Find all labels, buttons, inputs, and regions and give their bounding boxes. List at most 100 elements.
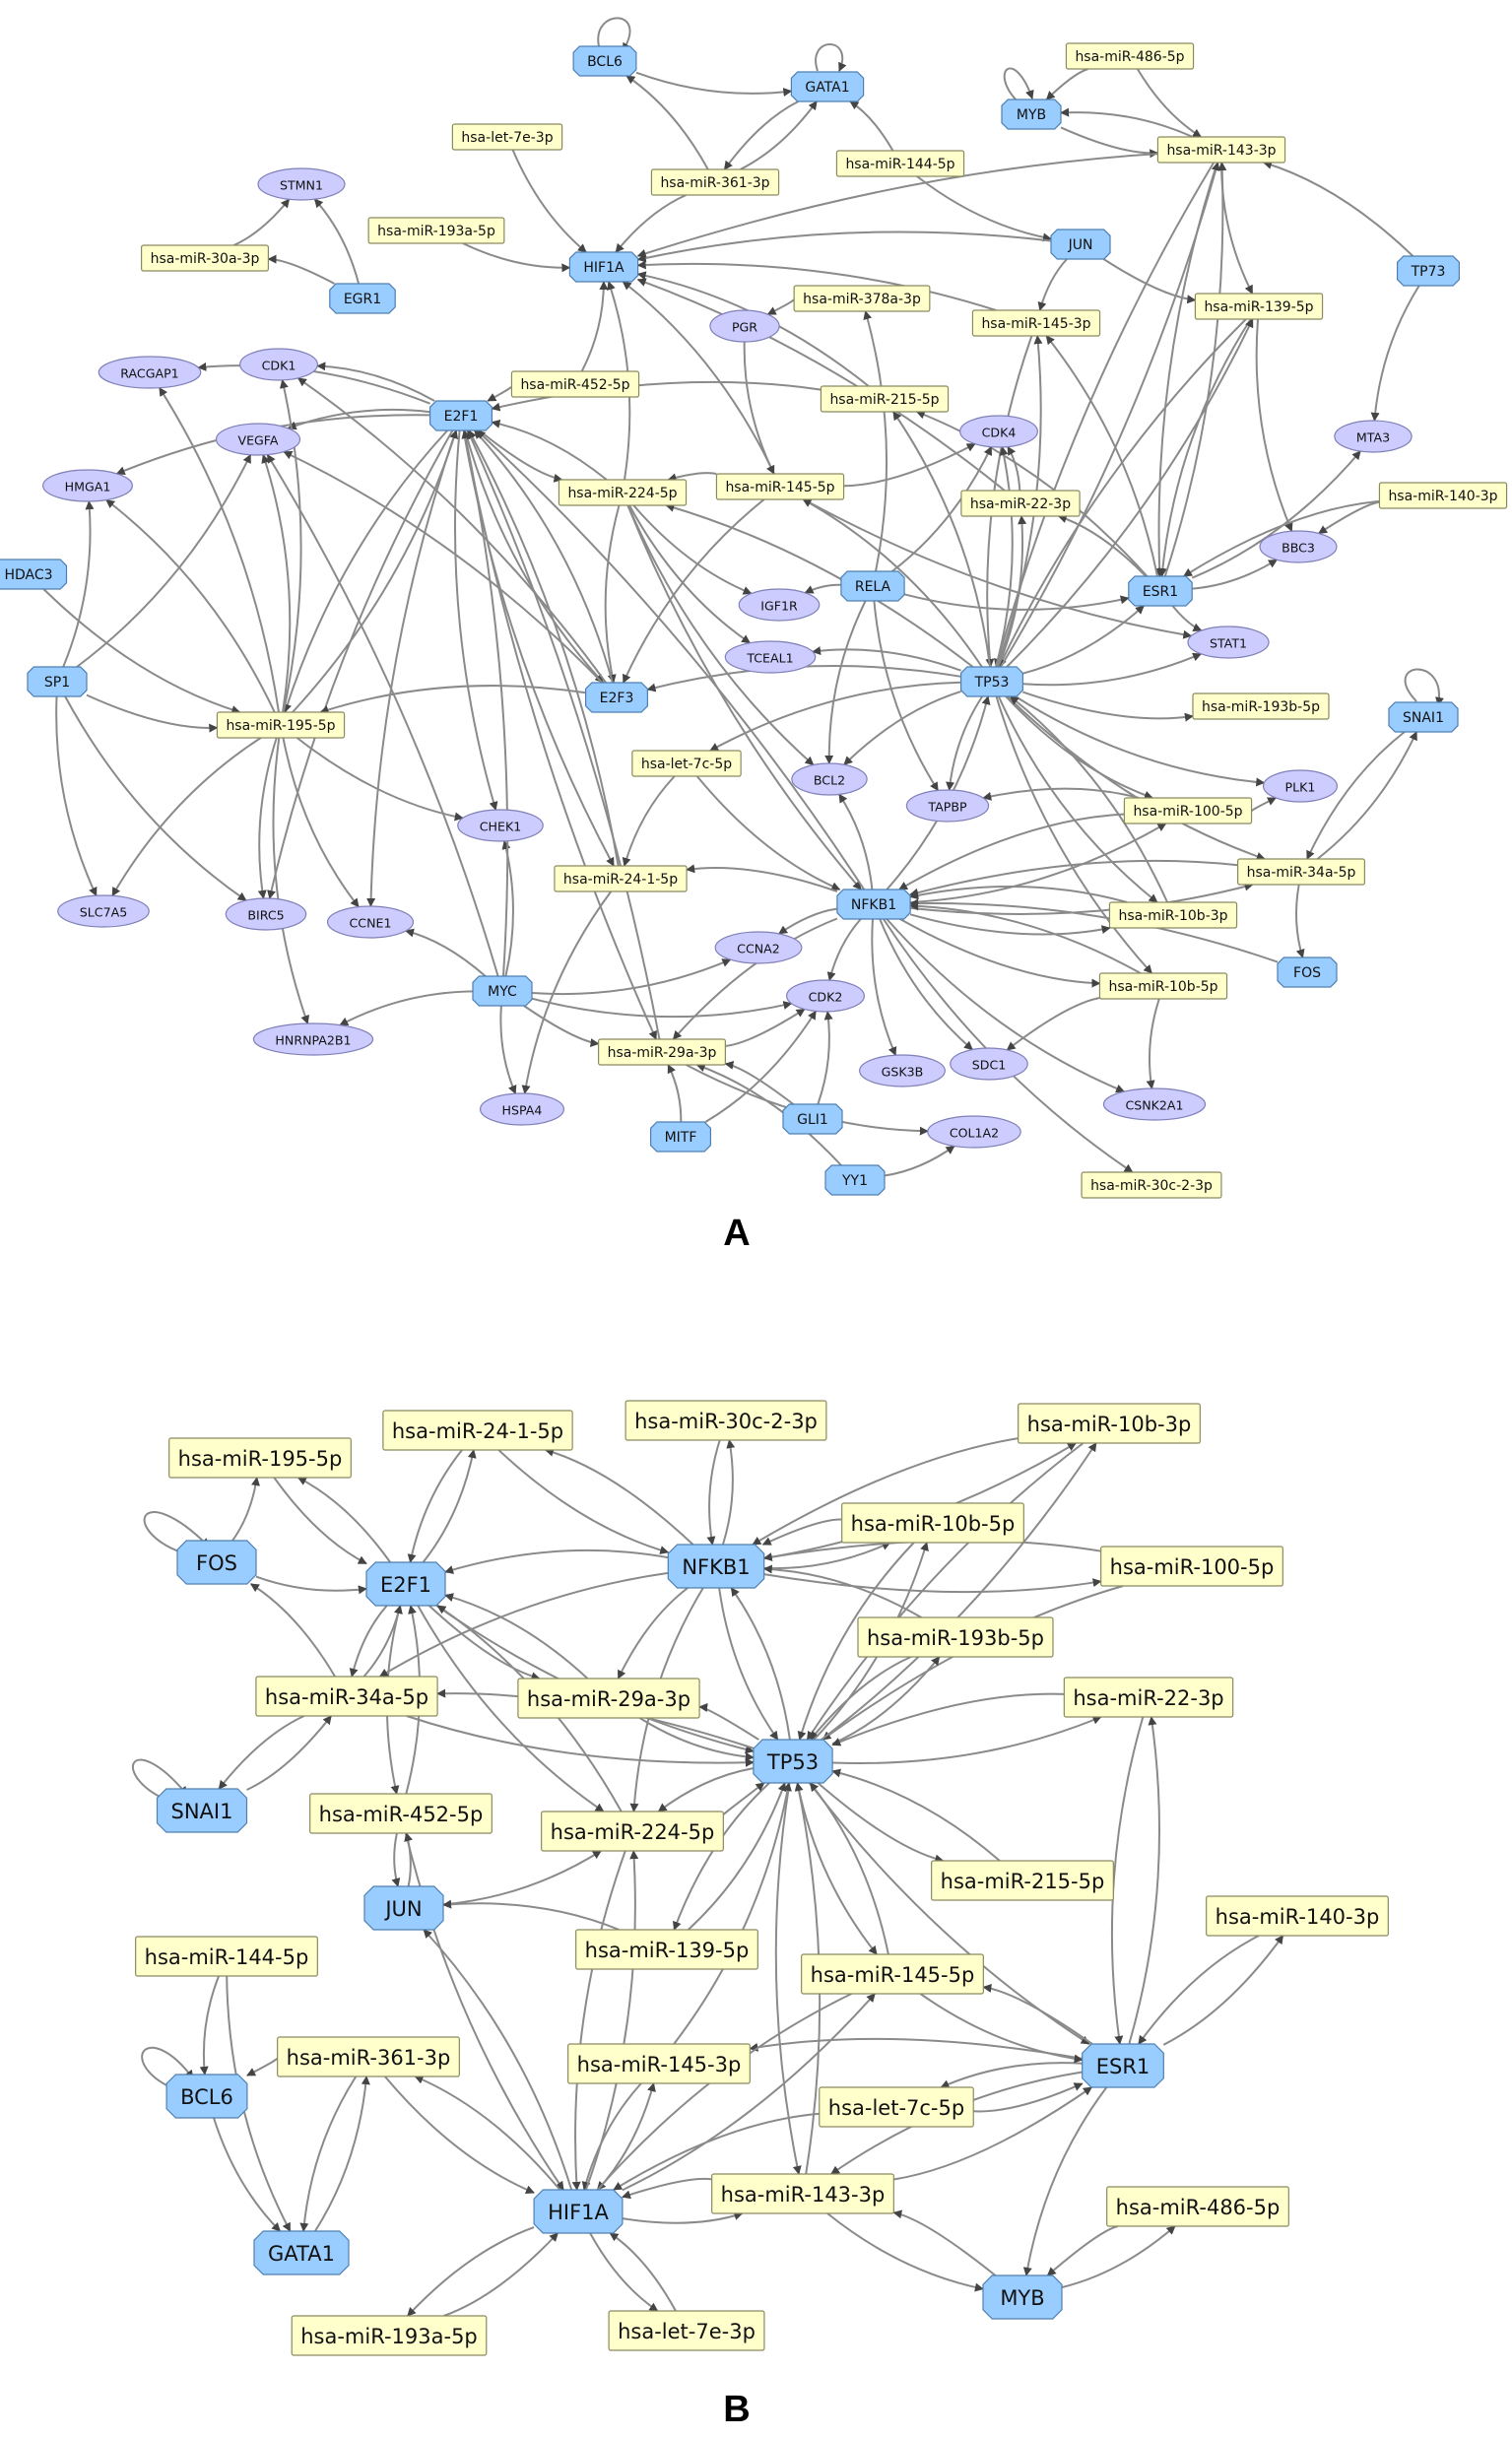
network-panel-a: hsa-let-7e-3phsa-miR-193a-5phsa-miR-30a-… <box>0 17 1508 1254</box>
node-shape <box>1065 42 1195 70</box>
node-label: MYB <box>1000 2286 1044 2310</box>
edge-hsa-mir-24-1-5p-to-e2f1 <box>468 429 620 867</box>
node-shape <box>835 150 965 177</box>
edge-nfkb1-to-hsa-mir-24-1-5p <box>686 864 838 892</box>
mirna-node-hsa-mir-10b-5p: hsa-miR-10b-5p <box>1098 972 1228 1000</box>
edge-hsa-mir-139-5p-to-bbc3 <box>1255 318 1293 533</box>
edge-tp53-to-hsa-mir-193b-5p <box>831 1656 941 1746</box>
node-shape <box>1100 1546 1283 1587</box>
edge-e2f1-to-hsa-mir-29a-3p <box>462 429 658 1040</box>
node-shape <box>98 356 202 389</box>
edge-hsa-mir-10b-5p-to-nfkb1 <box>761 1518 842 1546</box>
edge-hsa-mir-215-5p-to-tp53 <box>831 1768 1001 1862</box>
edge-rela-to-igf1r <box>804 583 841 594</box>
target-node-ccna2: CCNA2 <box>714 931 803 964</box>
node-label: FOS <box>196 1551 237 1575</box>
edge-tp53-to-tceal1 <box>812 646 961 672</box>
node-label: hsa-miR-29a-3p <box>608 1045 717 1061</box>
node-shape <box>363 1885 444 1931</box>
node-shape <box>753 1739 833 1784</box>
edge-myc-to-vegfa <box>266 453 499 977</box>
node-label: hsa-miR-486-5p <box>1116 2196 1281 2219</box>
target-node-stat1: STAT1 <box>1187 626 1270 659</box>
node-label: hsa-miR-144-5p <box>845 157 954 172</box>
edge-nfkb1-to-hsa-mir-34a-5p <box>909 882 1254 915</box>
edge-hsa-mir-143-3p-to-hsa-mir-139-5p <box>1219 162 1254 295</box>
edge-tp53-to-hsa-mir-224-5p <box>657 1767 755 1812</box>
target-node-vegfa: VEGFA <box>215 423 301 456</box>
node-shape <box>1106 2186 1289 2227</box>
edge-hsa-mir-195-5p-to-hmga1 <box>105 498 276 713</box>
mirna-node-hsa-let-7e-3p: hsa-let-7e-3p <box>451 123 563 151</box>
mirna-node-hsa-mir-361-3p: hsa-miR-361-3p <box>277 2036 460 2077</box>
node-shape <box>216 711 346 739</box>
edge-hsa-mir-10b-3p-to-nfkb1 <box>752 1437 1019 1546</box>
edge-hsa-mir-224-5p-to-e2f3 <box>604 504 621 684</box>
node-shape <box>959 415 1038 448</box>
gene-node-esr1: ESR1 <box>1128 575 1193 607</box>
edge-hsa-mir-452-5p-to-hif1a <box>580 281 609 372</box>
node-label: FOS <box>1293 965 1321 981</box>
edge-myc-to-hsa-mir-29a-3p <box>523 1005 600 1047</box>
gene-node-rela: RELA <box>840 570 905 602</box>
node-label: hsa-miR-100-5p <box>1133 804 1242 820</box>
node-shape <box>1396 255 1461 287</box>
edge-tp53-to-hsa-mir-193b-5p <box>1022 691 1194 722</box>
node-shape <box>1259 530 1338 563</box>
node-label: hsa-miR-193a-5p <box>377 224 495 239</box>
self-loop-snai1 <box>132 1758 188 1804</box>
node-shape <box>1388 701 1459 733</box>
edge-egr1-to-stmn1 <box>313 198 361 285</box>
edge-hsa-mir-195-5p-to-e2f1 <box>292 429 459 713</box>
edge-bcl6-to-gata1 <box>213 2117 282 2232</box>
edge-tp53-to-hsa-mir-139-5p <box>1006 318 1254 668</box>
edge-tp53-to-hsa-mir-29a-3p <box>698 1703 759 1741</box>
edge-sp1-to-slc7a5 <box>55 695 98 897</box>
edge-hsa-mir-361-3p-to-hif1a <box>615 194 687 253</box>
edge-e2f1-to-hsa-mir-29a-3p <box>428 1605 541 1681</box>
gene-node-gata1: GATA1 <box>253 2230 350 2275</box>
node-label: STMN1 <box>280 178 323 193</box>
edge-hsa-mir-140-3p-to-bbc3 <box>1318 500 1380 535</box>
node-shape <box>649 1121 712 1153</box>
gene-node-tp73: TP73 <box>1396 255 1461 287</box>
edge-tp53-to-cdk4 <box>995 446 1014 668</box>
gene-node-nfkb1: NFKB1 <box>836 889 911 920</box>
panel-label-b: B <box>723 2389 750 2430</box>
edge-yy1-to-hsa-mir-29a-3p <box>695 1063 842 1166</box>
node-label: hsa-miR-145-5p <box>725 480 834 495</box>
edge-hsa-mir-361-3p-to-gata1 <box>740 100 818 170</box>
node-shape <box>1108 901 1238 929</box>
edge-gli1-to-cdk2 <box>817 1011 833 1105</box>
edge-hsa-mir-10b-3p-to-tp53 <box>1009 695 1169 903</box>
gene-node-e2f3: E2F3 <box>584 682 649 713</box>
edge-nfkb1-to-cdk2 <box>826 918 862 981</box>
edge-hsa-mir-224-5p-to-hif1a <box>571 1850 626 2191</box>
edge-e2f1-to-hsa-mir-34a-5p <box>349 1605 388 1678</box>
edge-sp1-to-birc5 <box>64 695 247 901</box>
edge-hsa-mir-195-5p-to-cdk1 <box>279 379 302 713</box>
node-shape <box>1192 692 1330 720</box>
node-label: SNAI1 <box>1403 710 1444 726</box>
node-shape <box>836 889 911 920</box>
edge-hsa-mir-34a-5p-to-snai1 <box>218 1715 305 1790</box>
edge-layer <box>42 17 1444 1177</box>
mirna-node-hsa-mir-10b-3p: hsa-miR-10b-3p <box>1018 1403 1201 1444</box>
target-node-chek1: CHEK1 <box>457 809 544 842</box>
mirna-node-hsa-mir-452-5p: hsa-miR-452-5p <box>309 1793 493 1834</box>
mirna-node-hsa-mir-30c-2-3p: hsa-miR-30c-2-3p <box>1081 1171 1222 1199</box>
node-shape <box>329 283 396 314</box>
node-shape <box>367 217 505 244</box>
mirna-node-hsa-mir-139-5p: hsa-miR-139-5p <box>575 1929 758 1970</box>
gene-node-gli1: GLI1 <box>782 1103 843 1135</box>
edge-yy1-to-col1a2 <box>884 1145 955 1177</box>
node-label: ESR1 <box>1143 584 1178 600</box>
node-label: CCNA2 <box>737 942 780 956</box>
mirna-node-hsa-mir-22-3p: hsa-miR-22-3p <box>1063 1677 1234 1718</box>
edge-hsa-mir-193b-5p-to-tp53 <box>810 1656 912 1741</box>
node-shape <box>572 45 637 77</box>
gene-node-nfkb1: NFKB1 <box>667 1544 765 1589</box>
node-label: hsa-miR-10b-5p <box>851 1512 1016 1536</box>
edge-hsa-mir-100-5p-to-tapbp <box>982 787 1140 801</box>
node-shape <box>257 167 346 201</box>
